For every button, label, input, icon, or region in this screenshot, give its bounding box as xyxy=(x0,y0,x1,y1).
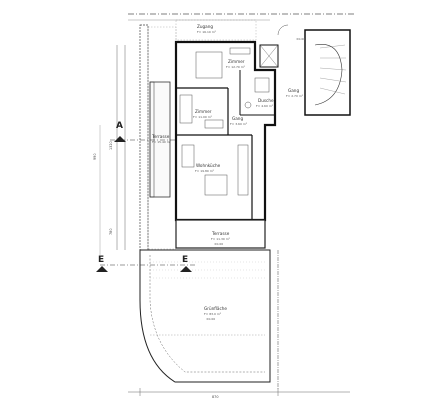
door-entrance xyxy=(277,24,289,36)
section-mark-a-left: A xyxy=(116,121,123,131)
dimension-bottom: 870 xyxy=(212,395,218,399)
section-arrow-e-mid xyxy=(180,266,192,272)
bed-zimmer2 xyxy=(179,94,193,124)
room-gruenflaeche-area: F= 83.0 m² xyxy=(204,312,222,316)
sofa xyxy=(181,144,195,168)
room-dusche-name: Dusche xyxy=(258,98,274,103)
level-entrance: ±0.00 xyxy=(296,37,305,41)
section-arrow-e-left xyxy=(96,266,108,272)
dimension-left-upper: 1320 xyxy=(109,141,113,150)
room-zimmer1-name: Zimmer xyxy=(228,59,245,64)
section-arrow-a xyxy=(114,136,126,142)
level-garden: ±0.00 xyxy=(206,317,215,321)
terrace-front xyxy=(175,219,266,249)
room-gruenflaeche-name: Grünfläche xyxy=(204,306,227,311)
kitchen-counter xyxy=(237,144,249,196)
stair-core xyxy=(304,29,351,116)
room-gang1-area: F= 3.60 m² xyxy=(230,122,248,126)
wc xyxy=(244,101,252,109)
dining-table xyxy=(204,174,228,196)
room-terrasse1-name: Terrasse xyxy=(151,134,170,139)
terrace-left-rail xyxy=(149,81,155,198)
hatched-border-left xyxy=(139,24,149,251)
dimension-left-mid: 780 xyxy=(109,229,113,235)
level-terrace: ±0.00 xyxy=(214,242,223,246)
wardrobe-zimmer1 xyxy=(229,47,251,55)
room-terrasse1-area: F= 15.40 m² xyxy=(152,140,172,144)
room-dusche-area: F= 4.60 m² xyxy=(256,104,274,108)
room-terrasse2-area: F= 11.30 m² xyxy=(211,237,231,241)
elevator-shaft xyxy=(259,44,279,68)
dimension-left-lower: 990 xyxy=(93,154,97,160)
room-wohnkueche-area: F= 19.80 m² xyxy=(195,169,215,173)
garden-area xyxy=(139,249,271,383)
section-mark-e-mid: E xyxy=(182,255,188,265)
room-wohnkueche-name: Wohnküche xyxy=(196,163,221,168)
room-gang1-name: Gang xyxy=(232,116,243,121)
room-zimmer2-area: F= 11.00 m² xyxy=(193,115,213,119)
spiral-stair xyxy=(314,43,343,106)
room-zugang-area: F= 16.10 m² xyxy=(197,30,217,34)
room-gang2-name: Gang xyxy=(288,88,299,93)
room-zimmer2-name: Zimmer xyxy=(195,109,212,114)
room-zimmer1-area: F= 12.70 m² xyxy=(226,65,246,69)
bed-zimmer1 xyxy=(195,51,223,79)
section-mark-e-left: E xyxy=(98,255,104,265)
room-zugang-name: Zugang xyxy=(197,24,213,29)
room-terrasse2-name: Terrasse xyxy=(211,231,230,236)
desk-zimmer2 xyxy=(204,119,224,129)
zugang-area xyxy=(175,19,257,41)
shower xyxy=(254,77,270,93)
room-gang2-area: F= 2.70 m² xyxy=(286,94,304,98)
